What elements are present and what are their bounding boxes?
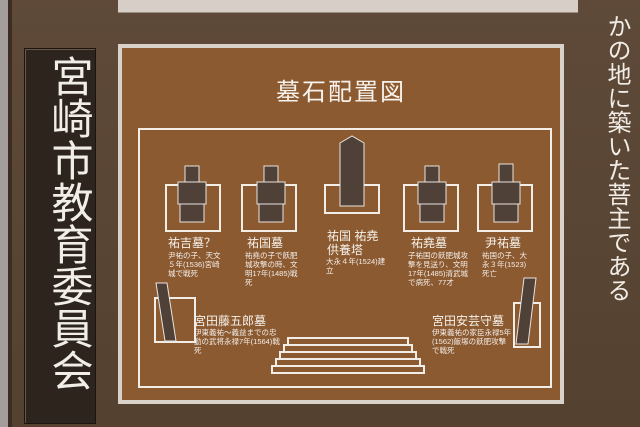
tomb-desc-2: 祐堯の子で飫肥城攻撃の時、文明17年(1485)戦死 (245, 251, 298, 287)
side-label-left: 宮田藤五郎墓 (194, 314, 267, 328)
tomb-stone-2 (256, 165, 286, 223)
diagram-frame (138, 128, 552, 388)
side-stone-left (155, 282, 177, 342)
tomb-stone-3 (339, 135, 365, 207)
tomb-label-3: 祐国 祐堯 供養塔 (327, 229, 379, 257)
tomb-stone-1 (177, 165, 207, 223)
right-edge-text: かの地に築いた菩主である (603, 14, 631, 302)
side-desc-right: 伊東義祐の家臣永禄5年(1562)飯塚の飫肥攻撃で戦死 (432, 328, 512, 355)
tomb-desc-4: 子祐国の飫肥城攻撃を見送り、文明17年(1485)清武城で病死、77才 (408, 251, 469, 287)
tomb-label-1: 祐吉墓？ (168, 236, 217, 250)
tomb-stone-5 (491, 163, 521, 223)
tomb-desc-3: 大永４年(1524)建立 (326, 257, 386, 275)
stone-steps (271, 337, 425, 374)
side-stone-right (515, 277, 537, 345)
left-post (0, 0, 8, 427)
tomb-label-4: 祐堯墓 (411, 236, 448, 250)
side-desc-left: 伊東義祐～義益までの忠勤の武将永禄7年(1564)戦死 (194, 328, 280, 355)
top-strip (118, 0, 578, 13)
tomb-desc-5: 祐国の子、大永３年(1523)死亡 (482, 251, 527, 278)
vertical-plaque: 宮崎市教育委員会 (24, 48, 96, 424)
tomb-label-5: 尹祐墓 (485, 236, 522, 250)
diagram-svg (154, 135, 541, 374)
main-panel: 墓石配置図 (118, 44, 564, 404)
side-tomb-box-left (154, 297, 196, 343)
vertical-plaque-text: 宮崎市教育委員会 (45, 55, 94, 391)
panel-title: 墓石配置図 (276, 78, 406, 106)
tomb-desc-1: 尹祐の子、天文５年(1536)宮崎城で戦死 (168, 251, 221, 278)
side-label-right: 宮田安芸守墓 (432, 314, 505, 328)
tomb-stone-4 (417, 165, 447, 223)
tomb-label-2: 祐国墓 (247, 236, 284, 250)
